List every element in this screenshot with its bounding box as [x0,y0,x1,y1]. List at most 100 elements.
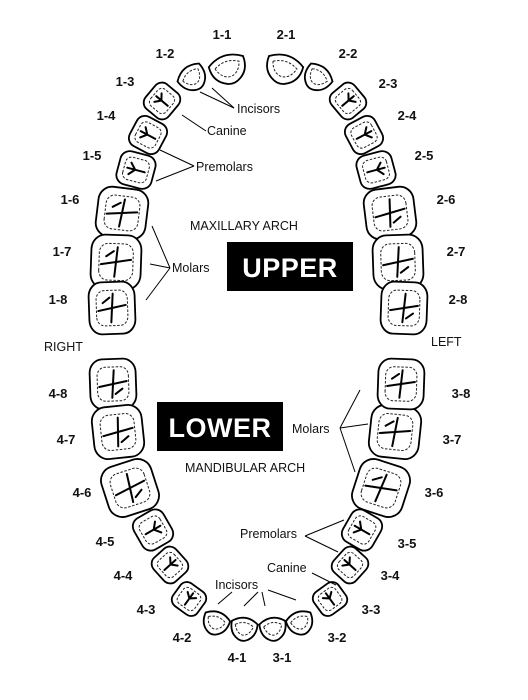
lower-incisors-label: Incisors [215,578,258,592]
leader-line [145,267,171,301]
tooth-crown-line [96,366,130,402]
tooth-1-2 [176,62,207,92]
tooth-crown-line [176,586,202,612]
tooth-groove [341,556,357,572]
tooth-crown-line [99,413,137,451]
tooth-groove [341,92,357,107]
leader-line [339,423,369,429]
tooth-4-3 [170,581,208,617]
leader-line [304,535,339,553]
tooth-groove [98,369,128,399]
tooth-crown-line [387,289,421,327]
tooth-crown-line [384,366,418,402]
leader-lines [145,87,369,607]
tooth-groove [97,292,127,324]
upper-premolars-label: Premolars [196,160,253,174]
mandibular-arch-label: MANDIBULAR ARCH [185,461,305,475]
tooth-number-2-7: 2-7 [447,244,466,259]
leader-line [339,427,356,473]
lower-banner [157,402,283,451]
tooth-3-1 [258,616,287,642]
tooth-number-3-1: 3-1 [273,650,292,665]
tooth-crown-line [156,551,184,579]
leader-line [311,572,337,586]
tooth-crown-line [376,413,414,451]
tooth-groove [386,369,416,399]
tooth-groove [163,556,179,572]
tooth-crown-line [371,194,409,232]
tooth-crown-line [109,467,151,509]
tooth-groove [355,126,373,140]
tooth-crown-line [98,242,134,282]
tooth-number-1-3: 1-3 [116,74,135,89]
leader-line [304,519,345,537]
tooth-number-4-4: 4-4 [114,568,134,583]
tooth-2-4 [343,114,385,156]
leader-line [217,591,233,605]
tooth-number-4-8: 4-8 [49,386,68,401]
tooth-groove [114,472,146,504]
tooth-groove [382,246,414,278]
tooth-4-7 [90,403,146,461]
tooth-crown-line [95,289,129,327]
leader-line [261,591,266,607]
leader-line [267,589,297,601]
tooth-groove [374,198,406,228]
tooth-crown-line [350,121,378,149]
tooth-outline [303,62,334,92]
leader-line [181,114,207,132]
tooth-crown-line [317,586,343,612]
tooth-number-3-6: 3-6 [425,485,444,500]
tooth-crown-line [234,622,254,636]
right-side-label: RIGHT [44,340,83,354]
tooth-outline [266,53,305,85]
tooth-1-6 [94,185,150,241]
tooth-number-1-4: 1-4 [97,108,117,123]
tooth-groove [364,473,398,503]
tooth-crown-line [122,156,150,184]
tooth-crown-line [380,242,416,282]
tooth-number-1-5: 1-5 [83,148,102,163]
tooth-2-8 [379,280,429,336]
tooth-crown-line [182,68,201,86]
tooth-groove [99,246,133,278]
tooth-groove [389,292,419,324]
tooth-groove [321,590,336,606]
tooth-3-3 [311,581,349,617]
tooth-crown-line [360,467,402,509]
upper-canine-label: Canine [207,124,247,138]
leader-line [151,225,171,269]
tooth-crown-line [207,615,226,630]
tooth-3-4 [330,545,370,585]
tooth-2-6 [362,185,418,241]
leader-line [149,263,171,269]
tooth-crown-line [103,194,141,232]
tooth-number-4-3: 4-3 [137,602,156,617]
tooth-2-1 [266,53,305,85]
tooth-outline [258,616,287,642]
tooth-crown-line [309,68,328,86]
tooth-3-7 [367,403,423,461]
tooth-number-3-7: 3-7 [443,432,462,447]
leader-line [159,149,195,167]
tooth-groove [352,520,371,536]
lower-banner-text: LOWER [169,413,272,443]
tooth-number-4-1: 4-1 [228,650,247,665]
tooth-groove [183,590,198,606]
lower-canine-label: Canine [267,561,307,575]
tooth-groove [144,520,163,536]
leader-line [211,87,235,109]
tooth-number-4-5: 4-5 [96,534,115,549]
tooth-3-6 [351,458,411,518]
leader-line [339,389,361,429]
lower-molars-label: Molars [292,422,330,436]
tooth-crown-line [263,622,283,636]
tooth-number-3-4: 3-4 [381,568,401,583]
tooth-4-8 [88,357,138,411]
tooth-4-4 [150,545,190,585]
maxillary-arch-label: MAXILLARY ARCH [190,219,298,233]
tooth-4-5 [131,508,175,552]
tooth-number-3-2: 3-2 [328,630,347,645]
tooth-number-4-6: 4-6 [73,485,92,500]
tooth-1-3 [142,81,182,121]
